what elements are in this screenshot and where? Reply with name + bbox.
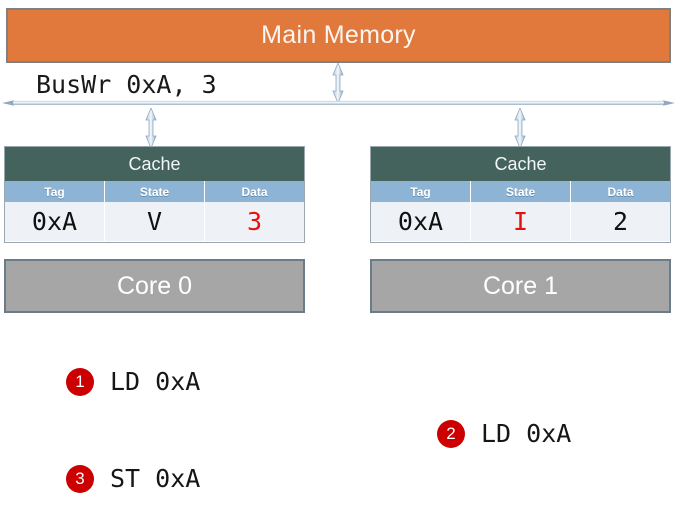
cache-1-column-data: Data (607, 184, 634, 199)
cache-0-header-row: Tag State Data (5, 181, 304, 202)
cache-0-column-state: State (105, 181, 205, 202)
core-1-label: Core 1 (482, 271, 559, 300)
instruction-text-1: LD 0xA (110, 367, 201, 396)
system-bus-line (2, 100, 675, 106)
cache-0-tag-value: 0xA (5, 202, 105, 241)
bus-cache1-connector-icon (514, 108, 526, 148)
instruction-item-2: 2 LD 0xA (437, 419, 571, 448)
bus-message-label: BusWr 0xA, 3 (36, 70, 217, 99)
cache-0-column-data: Data (241, 184, 268, 199)
step-badge-2: 2 (437, 419, 465, 448)
main-memory-label: Main Memory (261, 21, 416, 49)
step-badge-3: 3 (66, 464, 94, 493)
instruction-text-3: ST 0xA (110, 464, 201, 493)
cache-1-column-tag: Tag (371, 181, 471, 202)
memory-bus-connector-icon (332, 63, 344, 103)
cache-1-state-value: I (471, 202, 571, 241)
cache-1-tag-value: 0xA (371, 202, 471, 241)
cache-0-column-tag: Tag (5, 181, 105, 202)
cache-block-0: Cache Tag State Data 0xA V 3 (4, 146, 305, 243)
cache-0-title: Cache (5, 147, 304, 181)
cache-1-header-row: Tag State Data (371, 181, 670, 202)
core-0-label: Core 0 (116, 271, 193, 300)
main-memory-block: Main Memory (6, 8, 671, 63)
instruction-item-3: 3 ST 0xA (66, 464, 200, 493)
cache-1-data-row: 0xA I 2 (371, 202, 670, 241)
instruction-text-2: LD 0xA (481, 419, 572, 448)
cache-block-1: Cache Tag State Data 0xA I 2 (370, 146, 671, 243)
cache-1-data-value: 2 (612, 207, 629, 236)
cache-1-title: Cache (371, 147, 670, 181)
cache-0-data-row: 0xA V 3 (5, 202, 304, 241)
cache-0-state-value: V (105, 202, 205, 241)
instruction-item-1: 1 LD 0xA (66, 367, 200, 396)
cache-1-column-state: State (471, 181, 571, 202)
core-block-1: Core 1 (370, 259, 671, 313)
core-block-0: Core 0 (4, 259, 305, 313)
cache-0-data-value: 3 (246, 207, 263, 236)
bus-cache0-connector-icon (145, 108, 157, 148)
step-badge-1: 1 (66, 367, 94, 396)
